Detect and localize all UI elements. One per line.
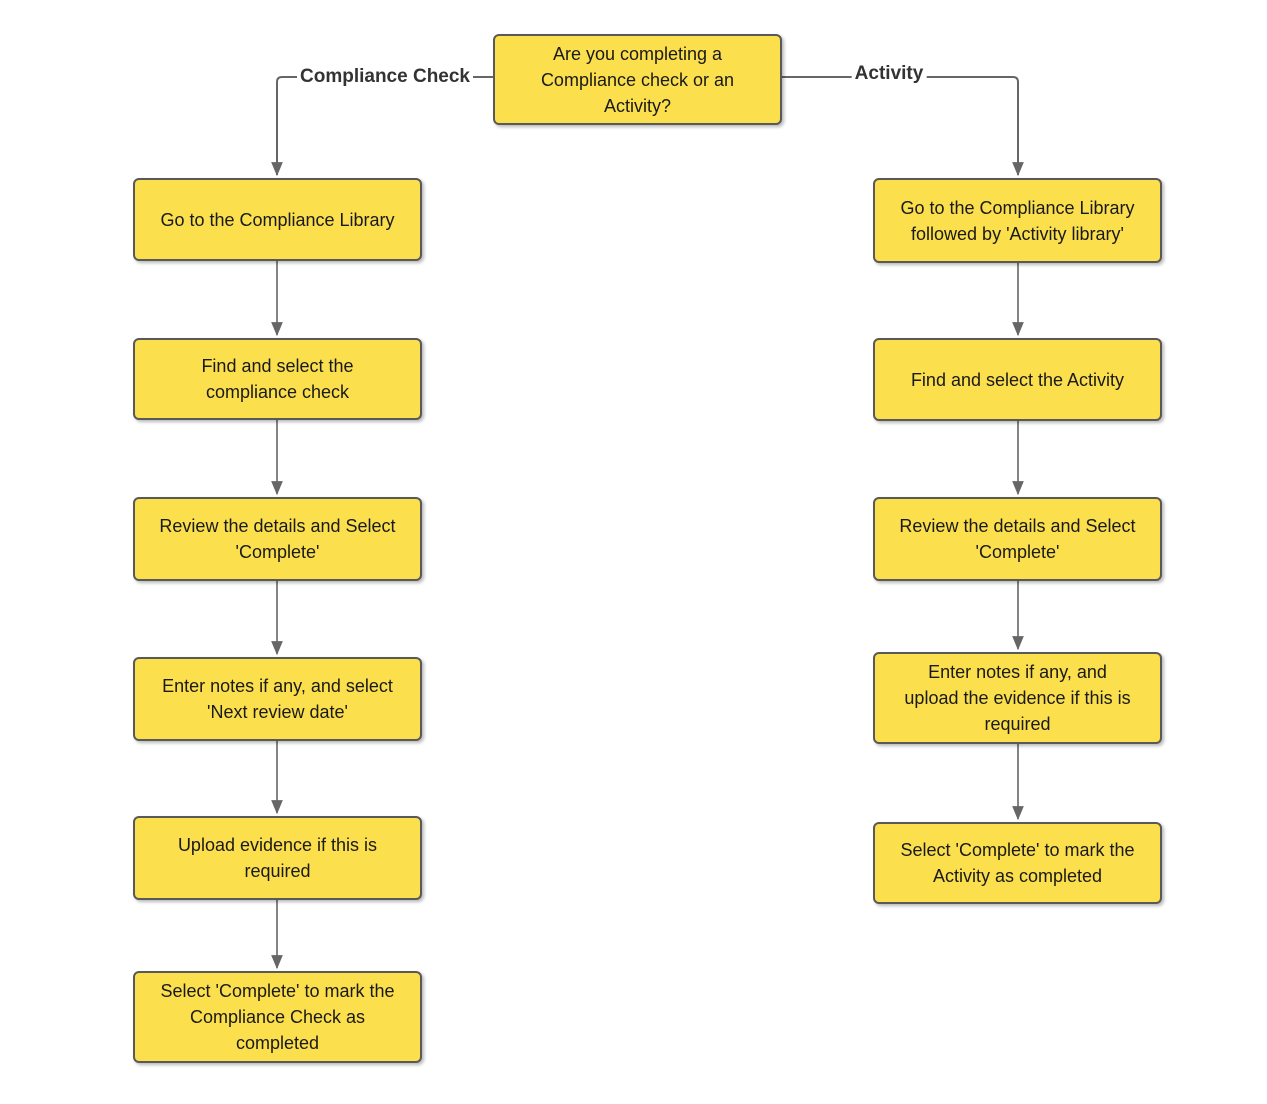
step-node-compliance-6: Select 'Complete' to mark the Compliance… xyxy=(133,971,422,1063)
step-node-compliance-5: Upload evidence if this is required xyxy=(133,816,422,900)
branch-label-compliance-check: Compliance Check xyxy=(297,66,473,88)
branch-label-activity: Activity xyxy=(851,63,927,85)
step-node-activity-3: Review the details and Select 'Complete' xyxy=(873,497,1162,581)
step-node-compliance-4: Enter notes if any, and select 'Next rev… xyxy=(133,657,422,741)
step-node-activity-2: Find and select the Activity xyxy=(873,338,1162,421)
step-node-compliance-1: Go to the Compliance Library xyxy=(133,178,422,261)
step-node-compliance-3: Review the details and Select 'Complete' xyxy=(133,497,422,581)
connector-branch-compliance-check xyxy=(271,76,493,177)
step-node-activity-5: Select 'Complete' to mark the Activity a… xyxy=(873,822,1162,904)
step-node-compliance-2: Find and select the compliance check xyxy=(133,338,422,420)
step-node-activity-1: Go to the Compliance Library followed by… xyxy=(873,178,1162,263)
step-node-activity-4: Enter notes if any, and upload the evide… xyxy=(873,652,1162,744)
connector-branch-activity xyxy=(782,76,1024,177)
decision-node: Are you completing a Compliance check or… xyxy=(493,34,782,125)
